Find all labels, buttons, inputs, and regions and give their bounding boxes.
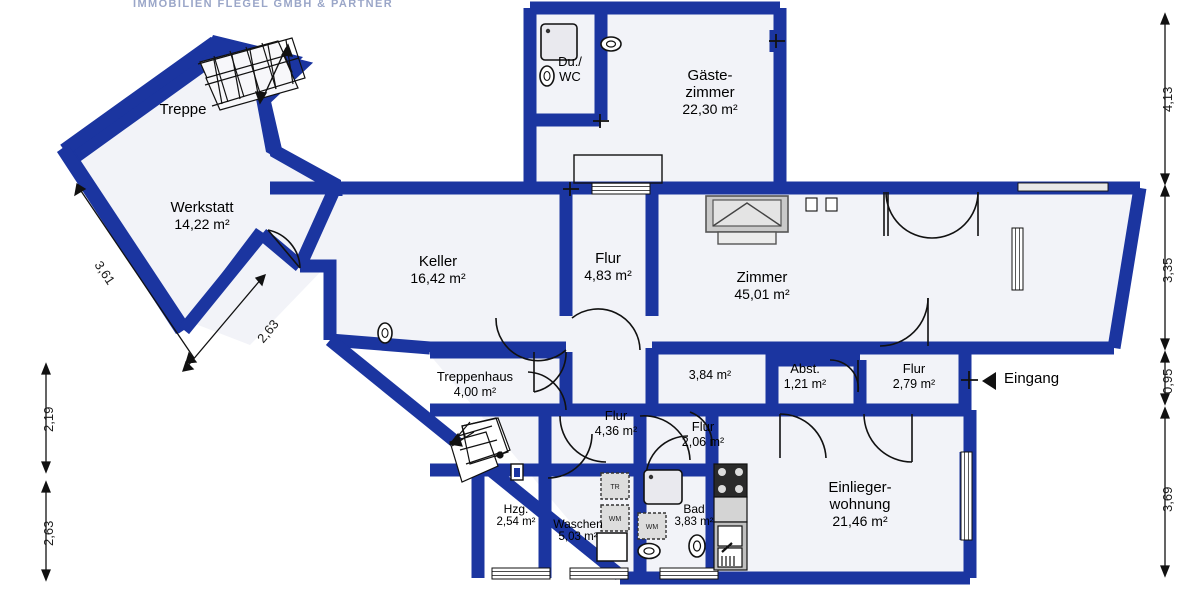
treppe-arrow — [254, 43, 294, 105]
entrance-arrow — [982, 372, 996, 390]
dim-right-3: 0,95 — [1160, 368, 1175, 394]
dim-left-2: 2,63 — [41, 520, 56, 546]
dim-right-1: 4,13 — [1160, 86, 1175, 112]
washer-tag-1: WM — [609, 516, 622, 523]
fixtures: TR WM WM — [377, 23, 838, 571]
dim-right-2: 3,35 — [1160, 257, 1175, 283]
doors — [267, 191, 979, 479]
dimension-lines — [41, 12, 1170, 582]
windows — [491, 154, 1109, 580]
company-banner: IMMOBILIEN FLEGEL GMBH & PARTNER — [133, 0, 394, 10]
dim-right-4: 3,69 — [1160, 486, 1175, 512]
treppe-stairs — [197, 37, 306, 111]
wall-ticks — [563, 34, 978, 389]
washer-tag-2: WM — [646, 524, 659, 531]
treppenhaus-stairs — [448, 417, 511, 483]
dryer-tag: TR — [610, 484, 619, 491]
dim-left-1: 2,19 — [41, 406, 56, 432]
